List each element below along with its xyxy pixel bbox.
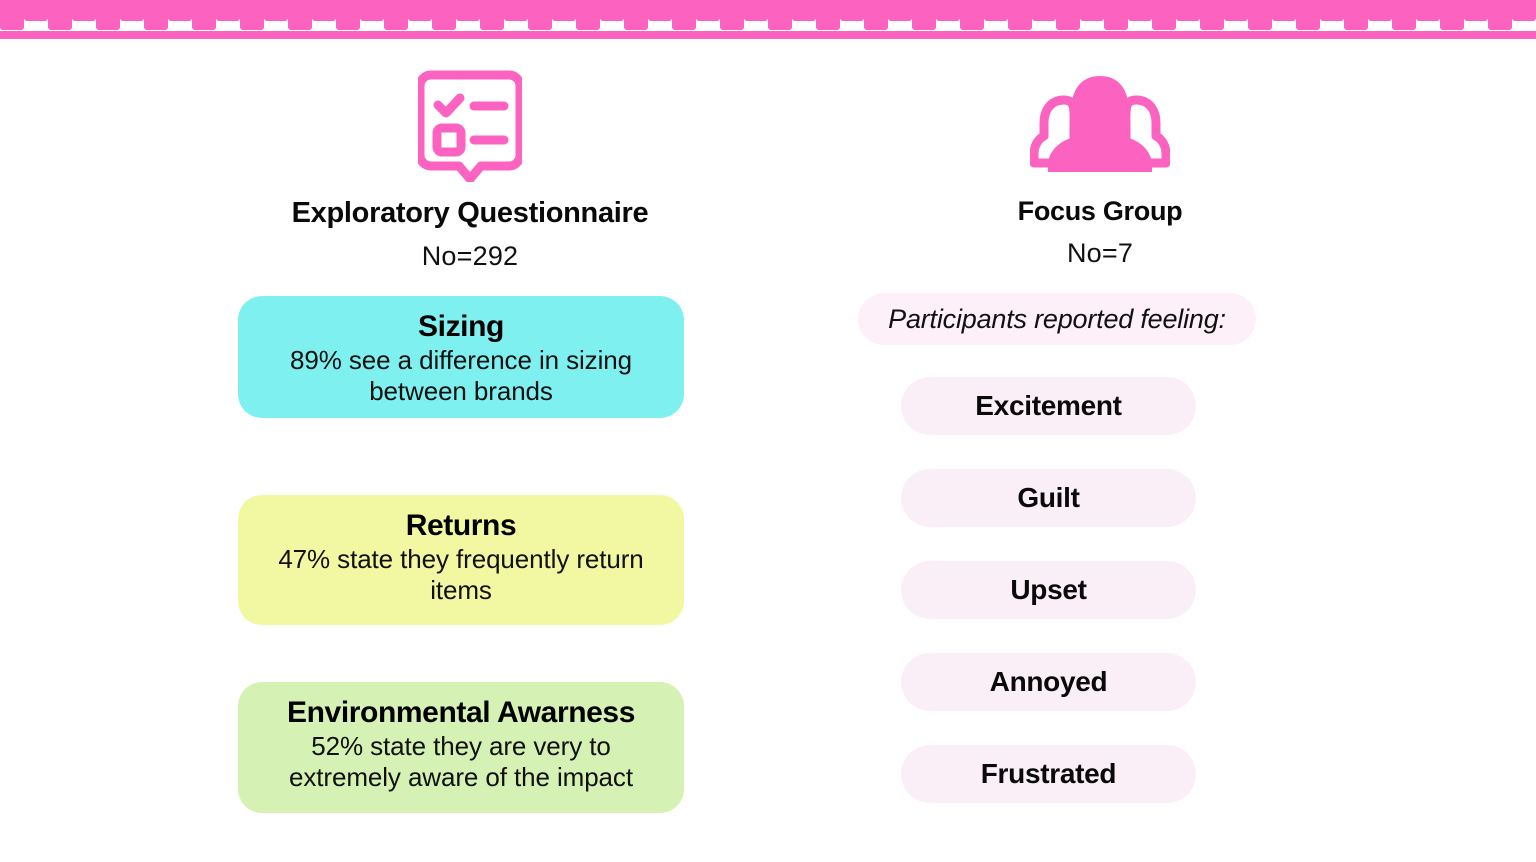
ruler-tick xyxy=(912,0,936,30)
column-exploratory-questionnaire: Exploratory Questionnaire No=292 Sizing … xyxy=(160,40,780,813)
ruler-tick xyxy=(432,0,456,30)
finding-card-body: 52% state they are very to extremely awa… xyxy=(289,730,633,792)
ruler-tick xyxy=(1416,0,1440,21)
ruler-tick xyxy=(1056,0,1080,30)
ruler-tick xyxy=(624,0,648,30)
ruler-tick xyxy=(960,0,984,30)
ruler-tick xyxy=(696,0,720,21)
ruler-tick xyxy=(1392,0,1416,30)
feeling-label: Guilt xyxy=(1017,482,1080,513)
feelings-lead-text: Participants reported feeling: xyxy=(888,303,1226,334)
ruler-tick xyxy=(528,0,552,30)
ruler-tick xyxy=(1032,0,1056,21)
ruler-tick xyxy=(456,0,480,21)
checklist-speech-bubble-icon xyxy=(160,54,780,182)
feeling-label: Excitement xyxy=(975,390,1122,421)
ruler-tick xyxy=(816,0,840,30)
ruler-tick xyxy=(480,0,504,30)
content-board: Exploratory Questionnaire No=292 Sizing … xyxy=(0,40,1536,862)
ruler-tick xyxy=(120,0,144,21)
ruler-tick xyxy=(1344,0,1368,30)
ruler-tick xyxy=(312,0,336,21)
ruler-ticks xyxy=(0,0,1536,30)
ruler-tick xyxy=(1080,0,1104,21)
ruler-tick xyxy=(768,0,792,30)
ruler-tick xyxy=(384,0,408,30)
ruler-tick xyxy=(1464,0,1488,21)
ruler-tick xyxy=(72,0,96,21)
ruler-decoration xyxy=(0,0,1536,40)
finding-card-title: Environmental Awarness xyxy=(287,696,635,729)
feeling-pill-frustrated: Frustrated xyxy=(901,745,1196,803)
ruler-tick xyxy=(1224,0,1248,21)
feeling-label: Annoyed xyxy=(989,666,1108,697)
ruler-bar xyxy=(0,31,1536,39)
feelings-lead-label: Participants reported feeling: xyxy=(858,293,1256,345)
focus-group-people-icon xyxy=(790,48,1410,176)
ruler-tick xyxy=(168,0,192,21)
ruler-tick xyxy=(360,0,384,21)
ruler-tick xyxy=(1176,0,1200,21)
ruler-tick xyxy=(552,0,576,21)
ruler-tick xyxy=(600,0,624,21)
ruler-tick xyxy=(144,0,168,30)
ruler-tick xyxy=(720,0,744,30)
ruler-tick xyxy=(1296,0,1320,30)
ruler-tick xyxy=(504,0,528,21)
ruler-tick xyxy=(576,0,600,30)
ruler-tick xyxy=(0,0,24,30)
finding-card-body: 89% see a difference in sizing between b… xyxy=(290,344,632,406)
ruler-tick xyxy=(984,0,1008,21)
ruler-tick xyxy=(1128,0,1152,21)
feeling-pill-guilt: Guilt xyxy=(901,469,1196,527)
ruler-tick xyxy=(648,0,672,21)
ruler-tick xyxy=(96,0,120,30)
ruler-tick xyxy=(936,0,960,21)
ruler-tick xyxy=(336,0,360,30)
ruler-tick xyxy=(864,0,888,30)
ruler-tick xyxy=(240,0,264,30)
ruler-tick xyxy=(264,0,288,21)
finding-card-body: 47% state they frequently return items xyxy=(278,543,644,605)
sample-size-focus-group: No=7 xyxy=(1066,238,1134,268)
ruler-tick xyxy=(1152,0,1176,30)
ruler-tick xyxy=(216,0,240,21)
ruler-tick xyxy=(1248,0,1272,30)
ruler-tick xyxy=(1440,0,1464,30)
feeling-pill-upset: Upset xyxy=(901,561,1196,619)
ruler-tick xyxy=(1104,0,1128,30)
finding-card-sizing: Sizing 89% see a difference in sizing be… xyxy=(238,296,684,418)
finding-card-title: Returns xyxy=(405,509,517,542)
feeling-pill-excitement: Excitement xyxy=(901,377,1196,435)
finding-card-title: Sizing xyxy=(418,310,504,343)
ruler-tick xyxy=(1200,0,1224,30)
feeling-label: Upset xyxy=(1010,574,1087,605)
ruler-tick xyxy=(792,0,816,21)
ruler-tick xyxy=(1488,0,1512,30)
feeling-pill-annoyed: Annoyed xyxy=(901,653,1196,711)
page-title-focus-group: Focus Group xyxy=(1017,196,1183,226)
ruler-tick xyxy=(1512,0,1536,21)
ruler-tick xyxy=(288,0,312,30)
page-title-exploratory: Exploratory Questionnaire xyxy=(291,197,649,229)
feeling-label: Frustrated xyxy=(980,758,1117,789)
ruler-tick xyxy=(888,0,912,21)
ruler-tick xyxy=(1272,0,1296,21)
ruler-tick xyxy=(672,0,696,30)
ruler-tick xyxy=(1368,0,1392,21)
ruler-tick xyxy=(408,0,432,21)
ruler-tick xyxy=(192,0,216,30)
ruler-tick xyxy=(744,0,768,21)
finding-card-returns: Returns 47% state they frequently return… xyxy=(238,495,684,625)
ruler-tick xyxy=(1320,0,1344,21)
ruler-tick xyxy=(840,0,864,21)
column-focus-group: Focus Group No=7 Participants reported f… xyxy=(790,40,1410,803)
sample-size-exploratory: No=292 xyxy=(421,241,519,271)
ruler-tick xyxy=(1008,0,1032,30)
ruler-tick xyxy=(24,0,48,21)
finding-card-environmental-awarness: Environmental Awarness 52% state they ar… xyxy=(238,682,684,813)
ruler-tick xyxy=(48,0,72,30)
